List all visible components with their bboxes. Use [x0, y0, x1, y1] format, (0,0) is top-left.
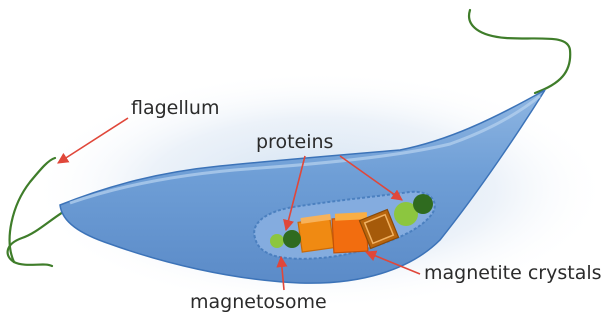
label-flagellum: flagellum [131, 99, 219, 118]
label-magnetosome: magnetosome [190, 293, 327, 312]
label-proteins: proteins [256, 133, 333, 152]
protein-right-dark [413, 194, 433, 214]
label-magnetite-crystals: magnetite crystals [424, 264, 602, 283]
flagellum-right [469, 10, 570, 93]
protein-left-dark [283, 230, 301, 248]
protein-left-light [270, 234, 284, 248]
